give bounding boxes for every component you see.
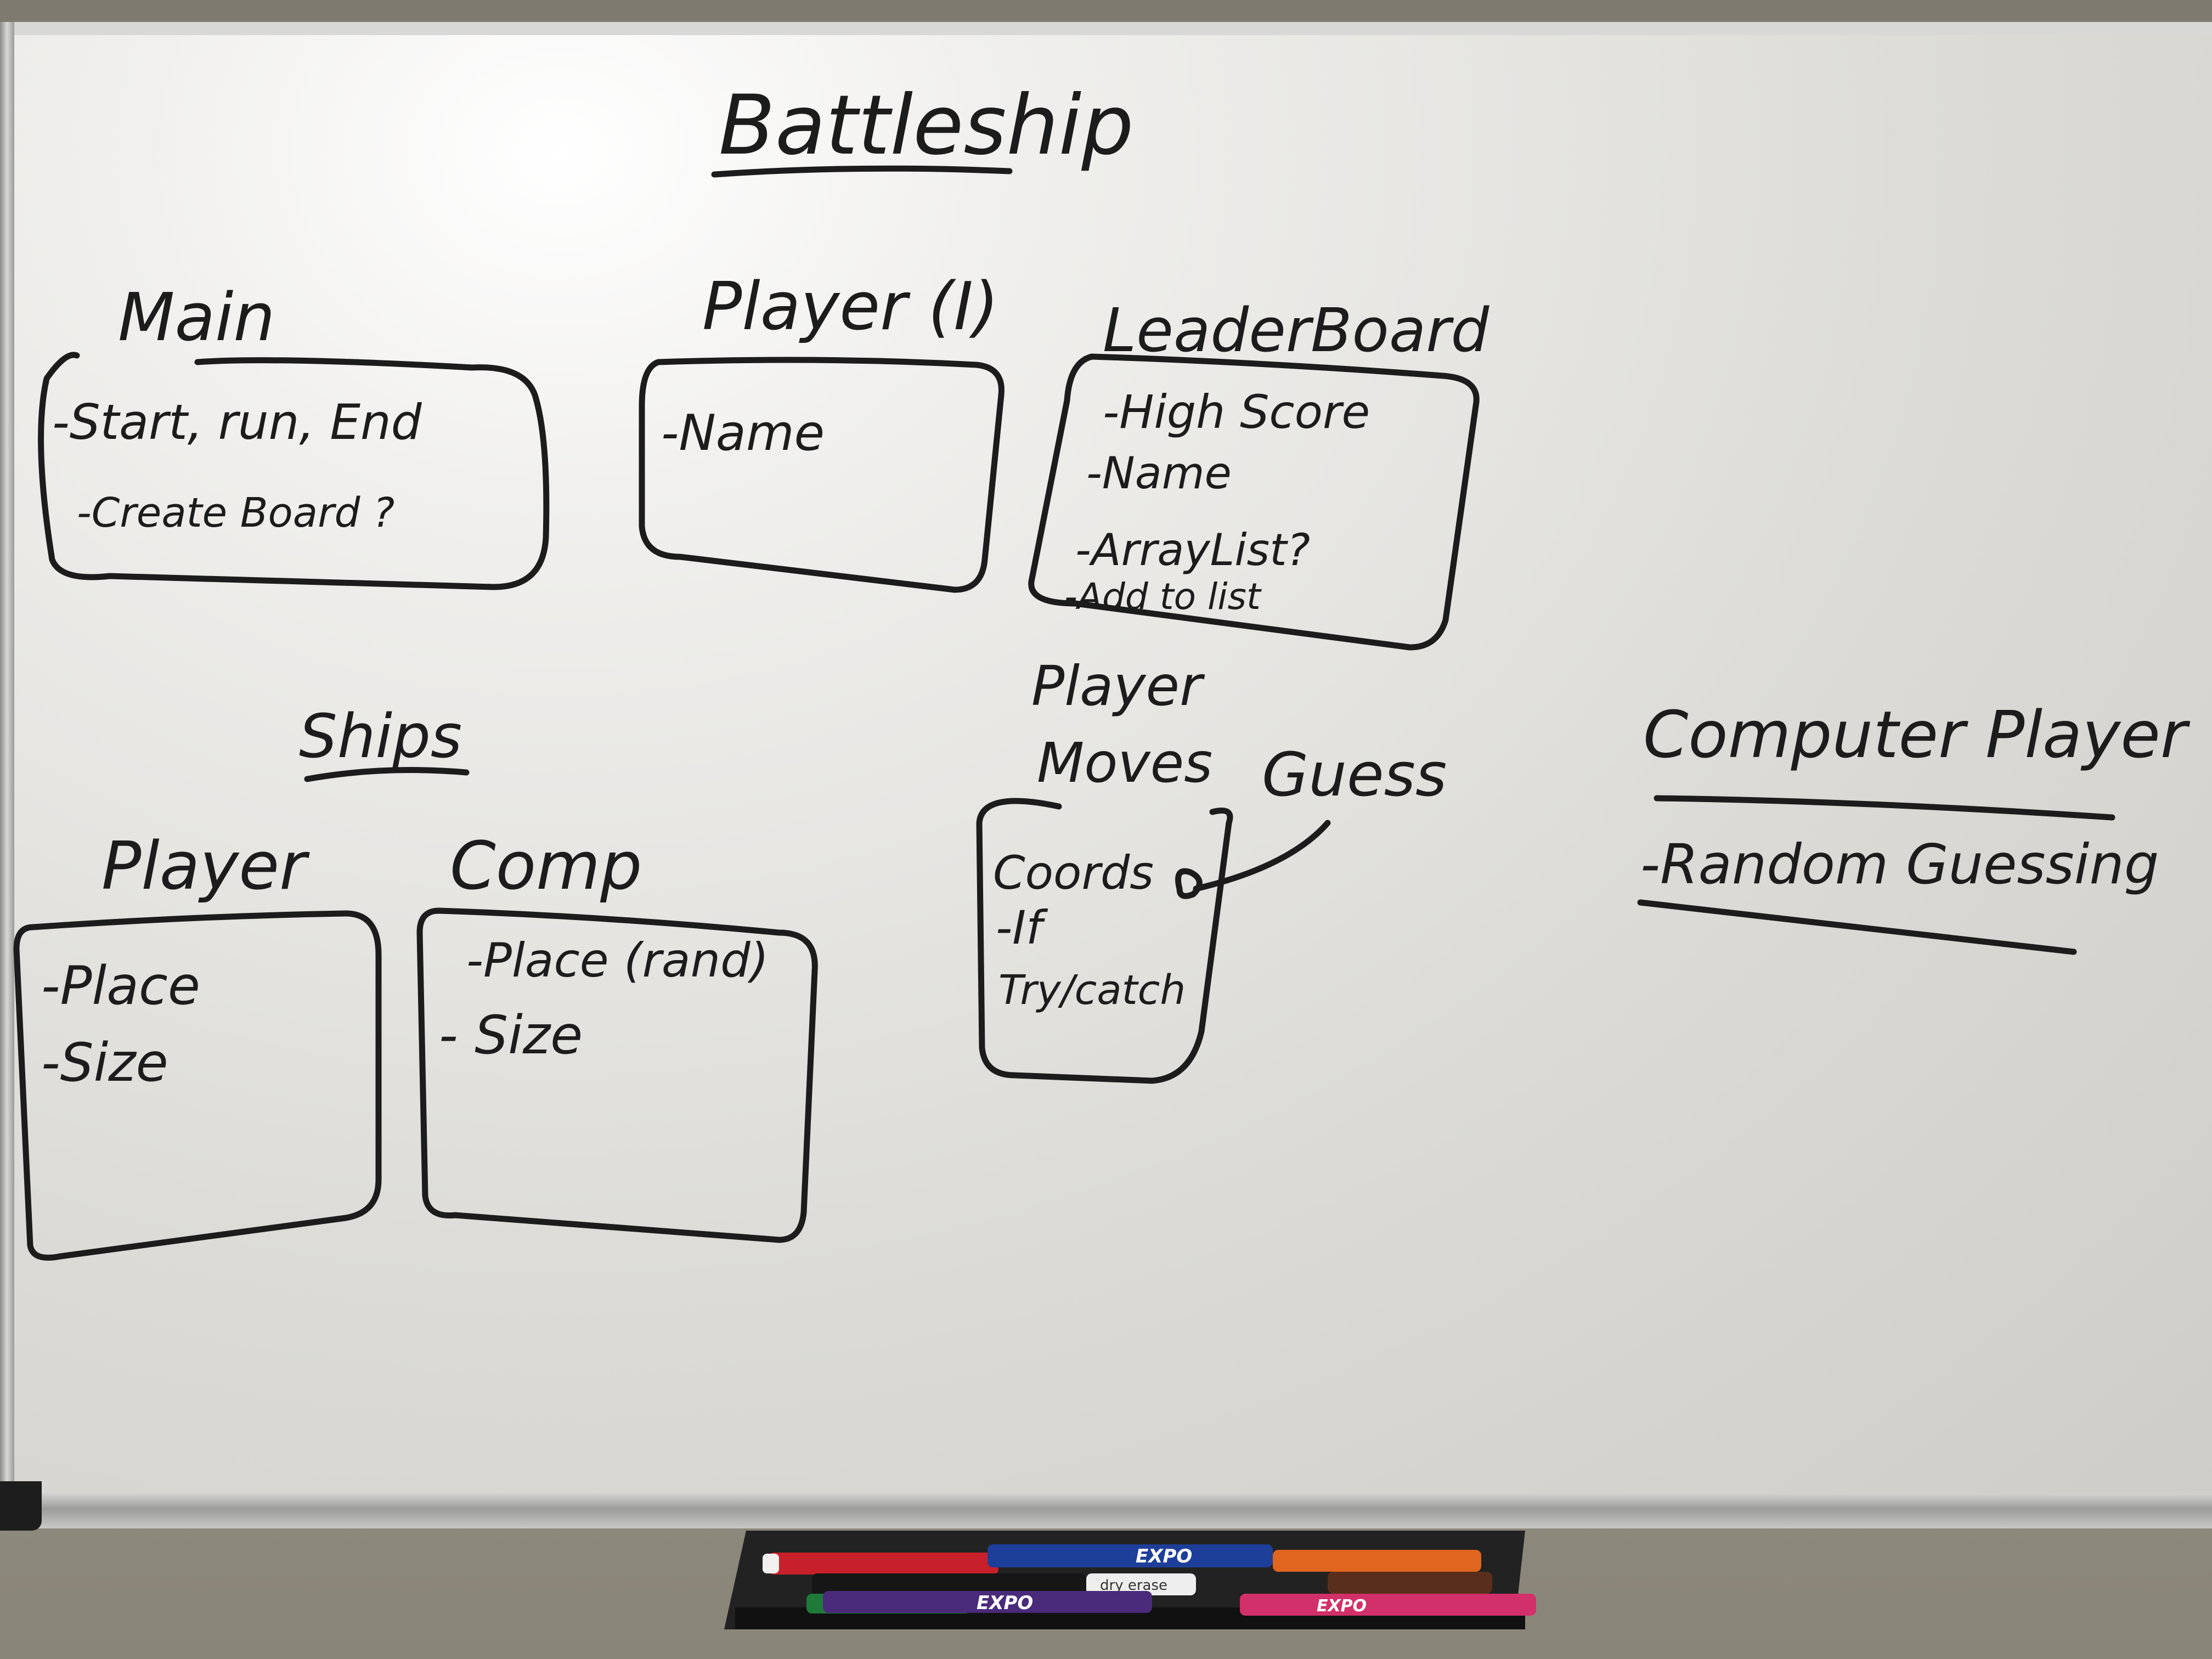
- marker-pink[interactable]: EXPO: [1240, 1594, 1536, 1616]
- marker-blue-body: [988, 1544, 1273, 1567]
- marker-pink-body: [1240, 1594, 1536, 1616]
- leaderboard-item-4: -Add to list: [1064, 575, 1262, 618]
- computer-player-heading: Computer Player: [1643, 697, 2191, 772]
- marker-black-label: [1086, 1573, 1196, 1595]
- ships-comp-heading: Comp: [450, 828, 642, 905]
- whiteboard-corner-cap: [0, 1481, 42, 1531]
- leaderboard-box: [1028, 353, 1480, 651]
- main-heading: Main: [118, 280, 275, 356]
- main-box: [38, 352, 550, 590]
- marker-black[interactable]: dry erase: [812, 1573, 1196, 1595]
- player-interface-heading: Player (I): [702, 269, 999, 345]
- player-moves-item-2: -If: [996, 901, 1048, 955]
- marker-red[interactable]: [763, 1553, 998, 1575]
- marker-brown-body: [1328, 1572, 1492, 1594]
- marker-blue[interactable]: EXPO: [988, 1544, 1273, 1567]
- leaderboard-item-3: -ArrayList?: [1075, 524, 1310, 575]
- ships-comp-box: [416, 907, 818, 1243]
- marker-purple[interactable]: EXPO: [823, 1591, 1152, 1614]
- ships-comp-item-2: - Size: [439, 1005, 583, 1066]
- whiteboard-left-rail: [0, 22, 14, 1531]
- marker-black-body: [812, 1573, 1086, 1595]
- leaderboard-heading: LeaderBoard: [1103, 295, 1489, 365]
- player-interface-box: [639, 357, 1005, 593]
- board-title: Battleship: [719, 78, 1134, 173]
- computer-player-item-1: -Random Guessing: [1640, 832, 2159, 896]
- main-item-1: -Start, run, End: [52, 394, 422, 450]
- ships-player-item-2: -Size: [41, 1032, 168, 1093]
- main-item-2: -Create Board ?: [77, 489, 394, 537]
- ships-player-item-1: -Place: [41, 955, 200, 1017]
- player-moves-item-3: Try/catch: [998, 967, 1186, 1014]
- ships-underline: [304, 767, 470, 782]
- guess-arrow-head: [1175, 868, 1203, 899]
- computer-player-item-underline: [1637, 899, 2077, 955]
- guess-annotation: Guess: [1262, 740, 1447, 810]
- marker-brown[interactable]: [1328, 1572, 1492, 1594]
- leaderboard-item-1: -High Score: [1103, 385, 1370, 439]
- marker-blue-brand: EXPO: [1136, 1545, 1192, 1567]
- marker-purple-body: [823, 1591, 1152, 1613]
- ships-player-heading: Player: [101, 828, 310, 905]
- leaderboard-item-2: -Name: [1086, 448, 1232, 499]
- marker-orange-body: [1273, 1550, 1481, 1572]
- ships-heading: Ships: [299, 701, 462, 771]
- marker-purple-brand: EXPO: [977, 1592, 1033, 1614]
- player-moves-heading-line2: Moves: [1037, 731, 1212, 795]
- marker-pink-brand: EXPO: [1317, 1596, 1367, 1616]
- whiteboard-surface: [11, 35, 2212, 1494]
- guess-arrow-line: [1193, 820, 1331, 892]
- marker-red-body: [768, 1553, 998, 1575]
- ships-comp-item-1: -Place (rand): [466, 933, 769, 988]
- marker-red-tip: [763, 1554, 779, 1573]
- player-moves-heading-line1: Player: [1031, 654, 1205, 718]
- player-interface-item-1: -Name: [661, 404, 825, 462]
- title-underline: [711, 165, 1013, 178]
- whiteboard-bottom-rail: [33, 1493, 2212, 1528]
- player-moves-box: [976, 798, 1233, 1084]
- player-moves-item-1: Coords: [993, 846, 1154, 900]
- computer-player-underline: [1654, 795, 2115, 821]
- ships-player-box: [13, 910, 382, 1261]
- marker-orange[interactable]: [1273, 1550, 1481, 1572]
